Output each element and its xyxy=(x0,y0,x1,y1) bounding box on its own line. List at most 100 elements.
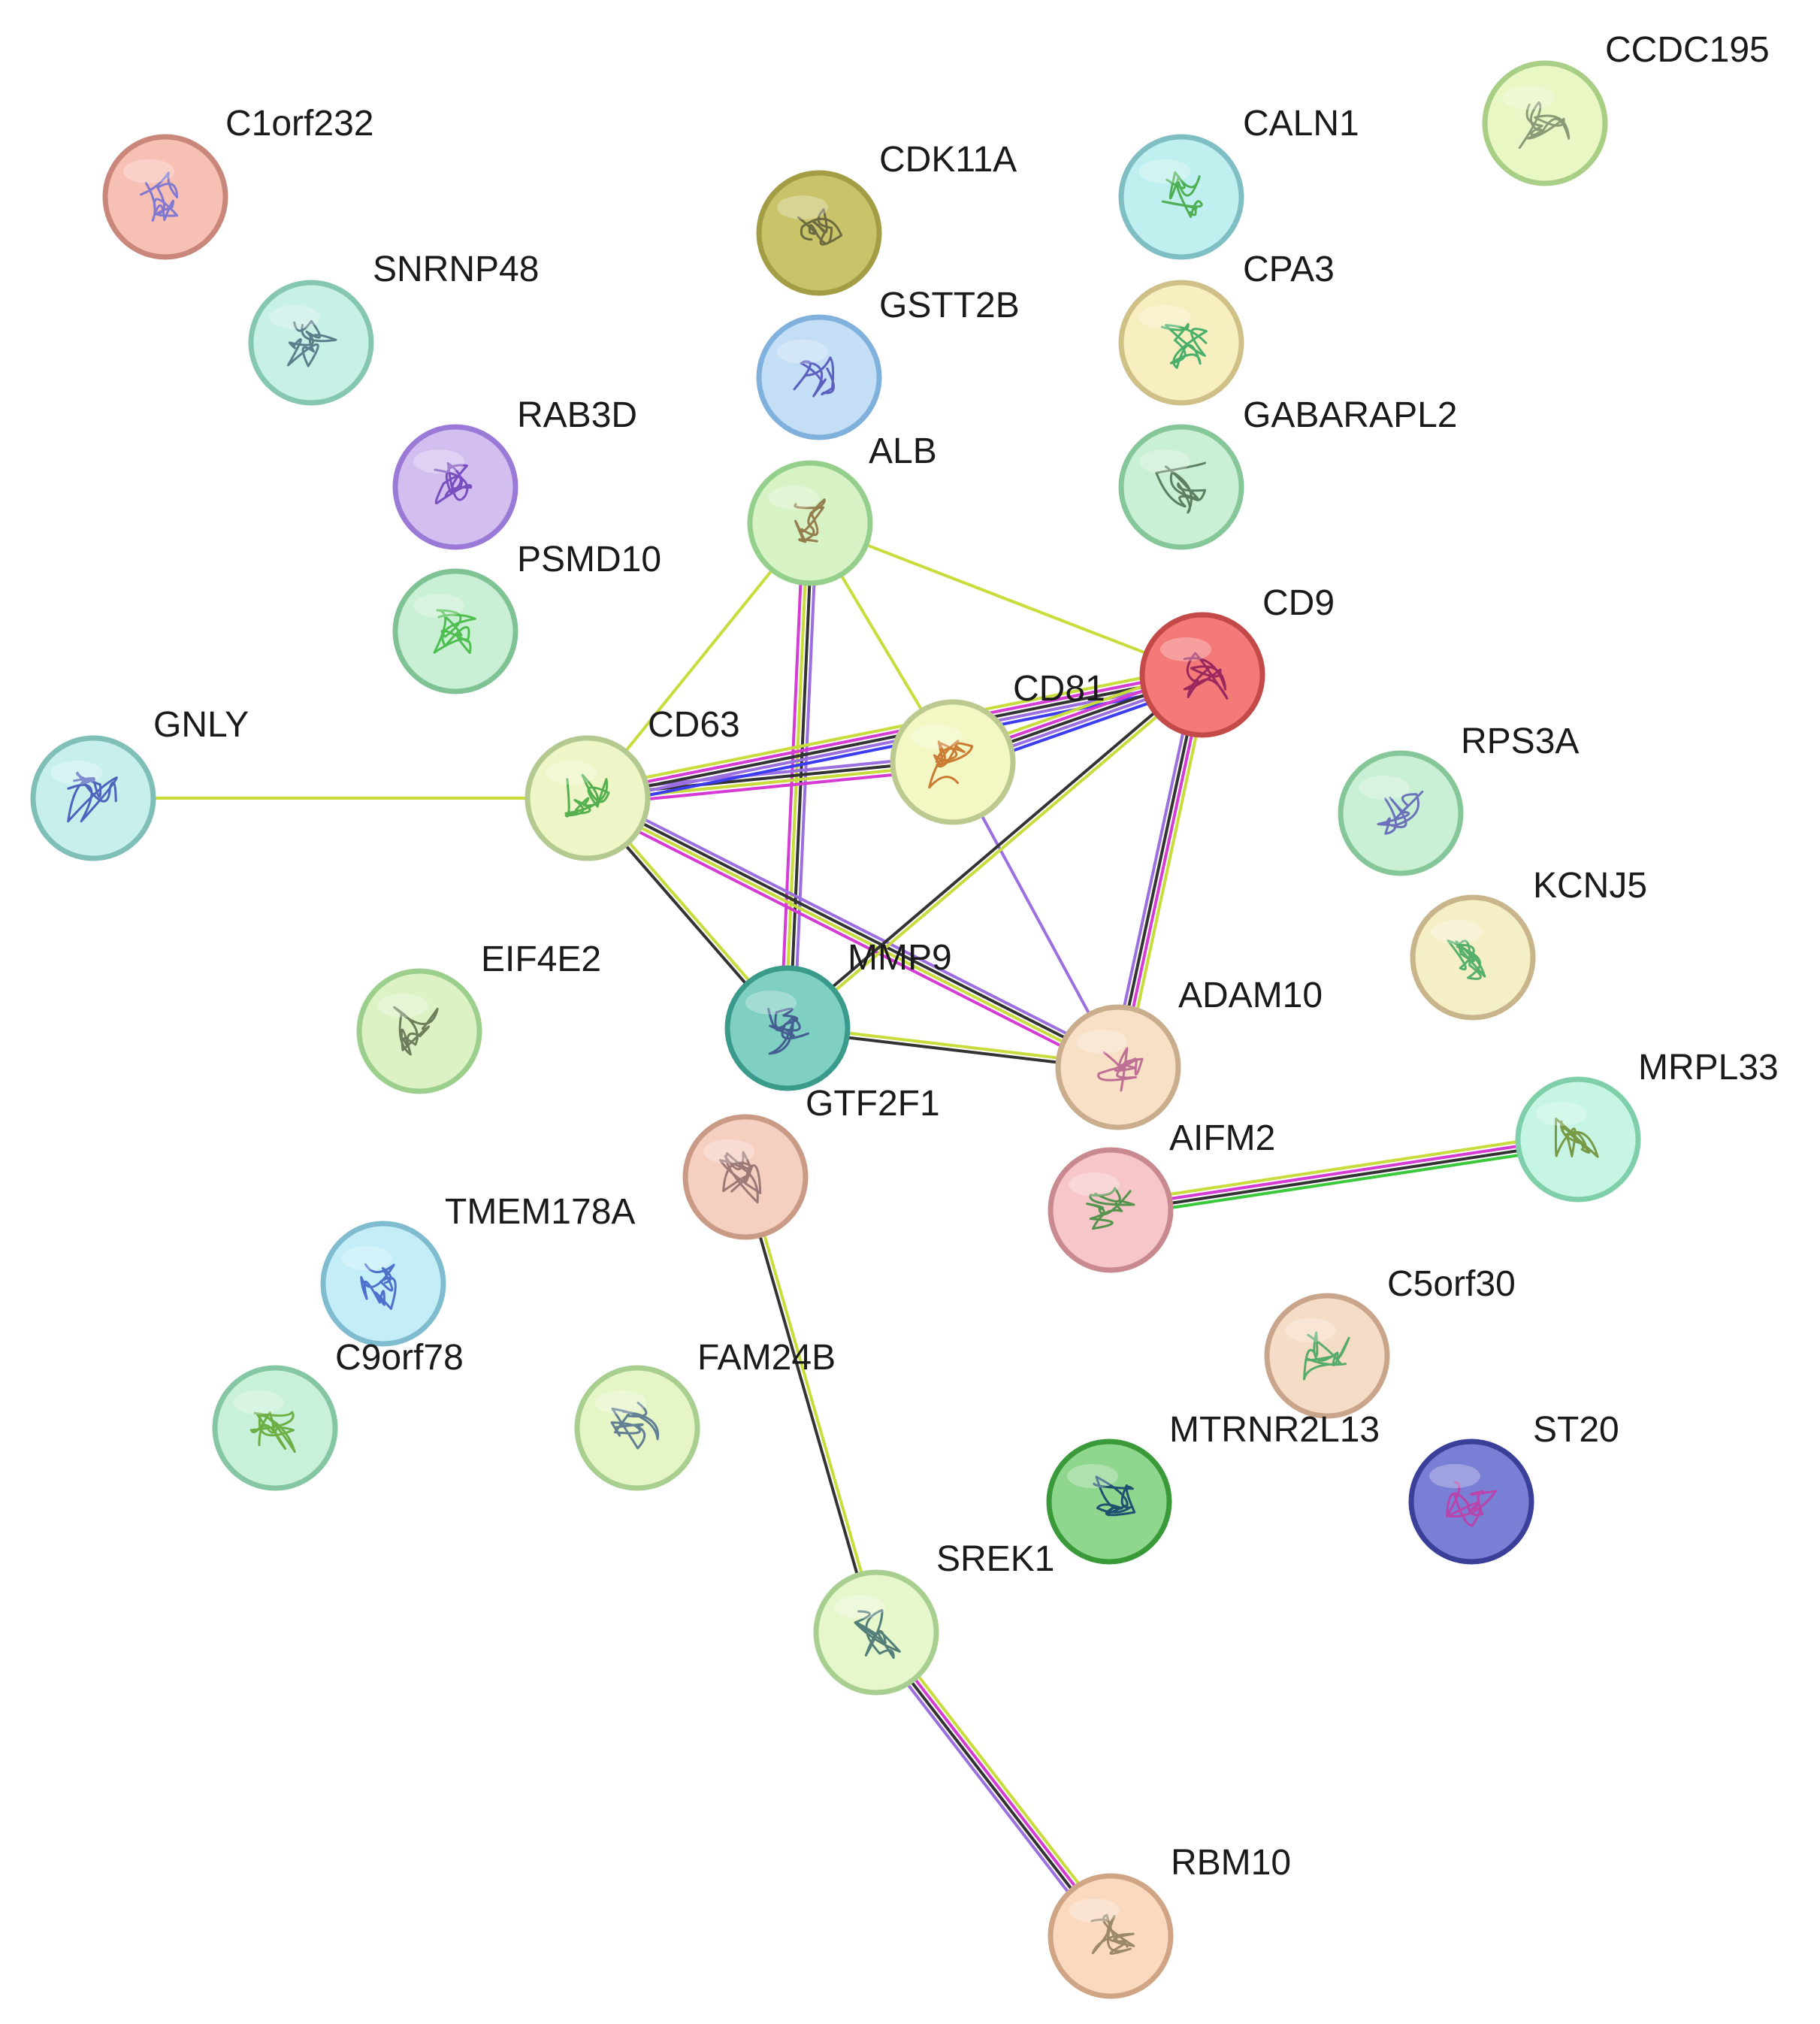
node-highlight xyxy=(777,195,828,219)
node-circle xyxy=(212,1365,338,1491)
node-highlight xyxy=(1285,1318,1336,1342)
node-gtf2f1[interactable]: GTF2F1 xyxy=(682,1084,940,1240)
node-c9orf78[interactable]: C9orf78 xyxy=(212,1338,464,1491)
protein-structure-icon xyxy=(1377,791,1424,835)
node-gstt2b[interactable]: GSTT2B xyxy=(756,286,1020,440)
node-srek1[interactable]: SREK1 xyxy=(813,1539,1054,1696)
protein-structure-icon xyxy=(1447,939,1486,980)
node-label-adam10: ADAM10 xyxy=(1178,976,1323,1015)
node-cd63[interactable]: CD63 xyxy=(525,705,740,861)
node-adam10[interactable]: ADAM10 xyxy=(1055,976,1323,1130)
edge-alb-cd9[interactable] xyxy=(809,522,1204,676)
node-fam24b[interactable]: FAM24B xyxy=(574,1338,836,1491)
protein-structure-icon xyxy=(610,1402,660,1450)
edge-cd63-adam10[interactable] xyxy=(582,790,1123,1076)
protein-structure-icon xyxy=(360,1263,397,1310)
node-label-gtf2f1: GTF2F1 xyxy=(806,1084,940,1124)
node-label-cpa3: CPA3 xyxy=(1243,250,1335,289)
edge-aifm2-mrpl33[interactable] xyxy=(1108,1131,1581,1218)
protein-structure-icon xyxy=(767,1007,809,1055)
edge-srek1-rbm10[interactable] xyxy=(869,1626,1118,1942)
node-rbm10[interactable]: RBM10 xyxy=(1048,1843,1291,1999)
node-circle xyxy=(1046,1439,1172,1565)
node-cd81[interactable]: CD81 xyxy=(890,669,1105,825)
edge-strand-coexpression xyxy=(586,673,1204,800)
node-mrpl33[interactable]: MRPL33 xyxy=(1515,1048,1779,1203)
edge-strand-experiments xyxy=(792,522,818,1030)
edge-strand-experiments xyxy=(1110,672,1198,1068)
node-label-rbm10: RBM10 xyxy=(1171,1843,1291,1883)
node-aifm2[interactable]: AIFM2 xyxy=(1048,1118,1275,1273)
node-snrnp48[interactable]: SNRNP48 xyxy=(248,250,539,406)
node-label-rps3a: RPS3A xyxy=(1461,722,1579,761)
node-highlight xyxy=(777,340,828,364)
edge-gtf2f1-srek1[interactable] xyxy=(742,1175,880,1635)
node-label-gnly: GNLY xyxy=(153,705,249,745)
edge-strand-coexpression xyxy=(1109,1139,1580,1214)
edge-cd9-mmp9[interactable] xyxy=(785,671,1205,1032)
node-circle xyxy=(392,568,518,694)
node-label-mtrnr2l13: MTRNR2L13 xyxy=(1169,1410,1380,1450)
node-mmp9[interactable]: MMP9 xyxy=(724,938,952,1091)
node-alb[interactable]: ALB xyxy=(747,431,937,586)
node-circle xyxy=(102,134,228,260)
protein-structure-icon xyxy=(564,773,610,818)
node-circle xyxy=(1408,1439,1534,1565)
node-highlight xyxy=(1139,449,1190,473)
edge-strand-textmining xyxy=(1123,674,1211,1070)
node-highlight xyxy=(233,1390,284,1414)
edge-layer xyxy=(92,521,1581,1942)
node-c1orf232[interactable]: C1orf232 xyxy=(102,104,373,260)
edge-strand-textmining xyxy=(745,1175,880,1634)
node-label-snrnp48: SNRNP48 xyxy=(373,250,539,289)
edge-strand-textmining xyxy=(1108,1131,1579,1206)
protein-structure-icon xyxy=(67,771,118,823)
node-gnly[interactable]: GNLY xyxy=(30,705,249,861)
node-c5orf30[interactable]: C5orf30 xyxy=(1264,1264,1516,1419)
node-gabarapl2[interactable]: GABARAPL2 xyxy=(1118,395,1457,550)
node-cd9[interactable]: CD9 xyxy=(1139,583,1335,738)
node-tmem178a[interactable]: TMEM178A xyxy=(320,1192,635,1347)
node-circle xyxy=(747,460,873,586)
edge-strand-experiments xyxy=(869,1635,1107,1942)
edge-strand-coexpression xyxy=(742,1175,876,1635)
node-rps3a[interactable]: RPS3A xyxy=(1338,722,1579,876)
node-cpa3[interactable]: CPA3 xyxy=(1118,250,1335,406)
edge-strand-coexpression xyxy=(587,794,1121,1067)
node-label-fam24b: FAM24B xyxy=(697,1338,836,1378)
node-circle xyxy=(392,424,518,550)
edge-strand-database xyxy=(1108,1136,1580,1210)
node-circle xyxy=(356,968,482,1094)
node-highlight xyxy=(341,1246,392,1270)
node-caln1[interactable]: CALN1 xyxy=(1118,104,1359,260)
protein-structure-icon xyxy=(286,319,337,368)
node-highlight xyxy=(768,486,819,510)
node-mtrnr2l13[interactable]: MTRNR2L13 xyxy=(1046,1410,1380,1565)
protein-structure-icon xyxy=(1303,1331,1350,1381)
node-highlight xyxy=(1139,159,1190,183)
edge-cd9-adam10[interactable] xyxy=(1110,672,1211,1070)
node-st20[interactable]: ST20 xyxy=(1408,1410,1619,1565)
node-cdk11a[interactable]: CDK11A xyxy=(756,140,1017,296)
node-rab3d[interactable]: RAB3D xyxy=(392,395,637,550)
node-label-rab3d: RAB3D xyxy=(517,395,637,435)
node-label-cd81: CD81 xyxy=(1013,669,1105,709)
node-circle xyxy=(756,170,882,296)
node-label-cd9: CD9 xyxy=(1262,583,1335,623)
node-label-kcnj5: KCNJ5 xyxy=(1533,866,1647,906)
node-label-eif4e2: EIF4E2 xyxy=(481,939,601,979)
node-circle xyxy=(1264,1293,1390,1419)
protein-structure-icon xyxy=(1518,101,1571,149)
edge-strand-database xyxy=(1118,673,1206,1069)
node-psmd10[interactable]: PSMD10 xyxy=(392,540,661,694)
node-eif4e2[interactable]: EIF4E2 xyxy=(356,939,601,1094)
node-highlight xyxy=(1359,776,1410,800)
node-ccdc195[interactable]: CCDC195 xyxy=(1482,30,1770,186)
node-kcnj5[interactable]: KCNJ5 xyxy=(1410,866,1647,1021)
protein-structure-icon xyxy=(797,208,843,246)
node-highlight xyxy=(1067,1464,1118,1488)
edge-strand-textmining xyxy=(809,522,1204,676)
protein-structure-icon xyxy=(1090,1914,1135,1955)
